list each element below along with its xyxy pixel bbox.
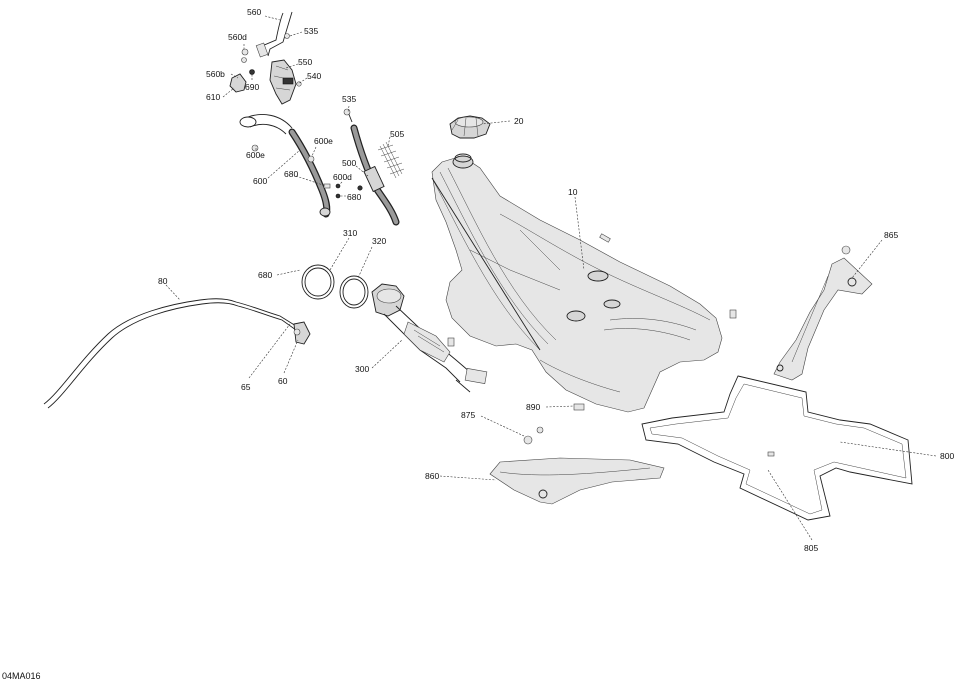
callout-550: 550	[298, 57, 312, 67]
callout-680-lower: 680	[258, 270, 272, 280]
filler-hose-assembly	[229, 11, 302, 105]
leader-lines	[165, 15, 937, 541]
skid-plate-805-800	[641, 375, 913, 521]
callout-320: 320	[372, 236, 386, 246]
fuel-cap-20	[449, 115, 491, 139]
callout-540: 540	[307, 71, 321, 81]
callout-560b: 560b	[206, 69, 225, 79]
callout-680-upper: 680	[284, 169, 298, 179]
guard-860	[489, 426, 665, 505]
hose-600	[239, 114, 341, 218]
callout-680-mid: 680	[347, 192, 361, 202]
figure-reference-code: 04MA016	[2, 671, 41, 681]
callout-600e-left: 600e	[246, 150, 265, 160]
callout-800: 800	[940, 451, 954, 461]
clip-890	[573, 403, 585, 411]
callout-860: 860	[425, 471, 439, 481]
callout-80: 80	[158, 276, 168, 286]
callout-60: 60	[278, 376, 288, 386]
fuel-tank-10	[431, 153, 737, 413]
callout-65: 65	[241, 382, 251, 392]
callout-310: 310	[343, 228, 357, 238]
callout-560: 560	[247, 7, 261, 17]
callout-865: 865	[884, 230, 898, 240]
guard-865	[773, 245, 873, 381]
callout-875: 875	[461, 410, 475, 420]
callout-600: 600	[253, 176, 267, 186]
callout-535: 535	[342, 94, 356, 104]
callout-560d: 560d	[228, 32, 247, 42]
callout-690: 690	[245, 82, 259, 92]
callout-600e-right: 600e	[314, 136, 333, 146]
callout-20: 20	[514, 116, 524, 126]
callout-labels: 560 535 560d 550 560b 540 610 690 535 50…	[158, 7, 954, 553]
fuel-pump-300	[301, 264, 488, 393]
hose-500	[343, 108, 405, 226]
callout-505: 505	[390, 129, 404, 139]
callout-890: 890	[526, 402, 540, 412]
callout-805: 805	[804, 543, 818, 553]
callout-535-top: 535	[304, 26, 318, 36]
callout-300: 300	[355, 364, 369, 374]
callout-600d: 600d	[333, 172, 352, 182]
callout-610: 610	[206, 92, 220, 102]
callout-500: 500	[342, 158, 356, 168]
fuel-line-80	[43, 298, 311, 409]
callout-10: 10	[568, 187, 578, 197]
